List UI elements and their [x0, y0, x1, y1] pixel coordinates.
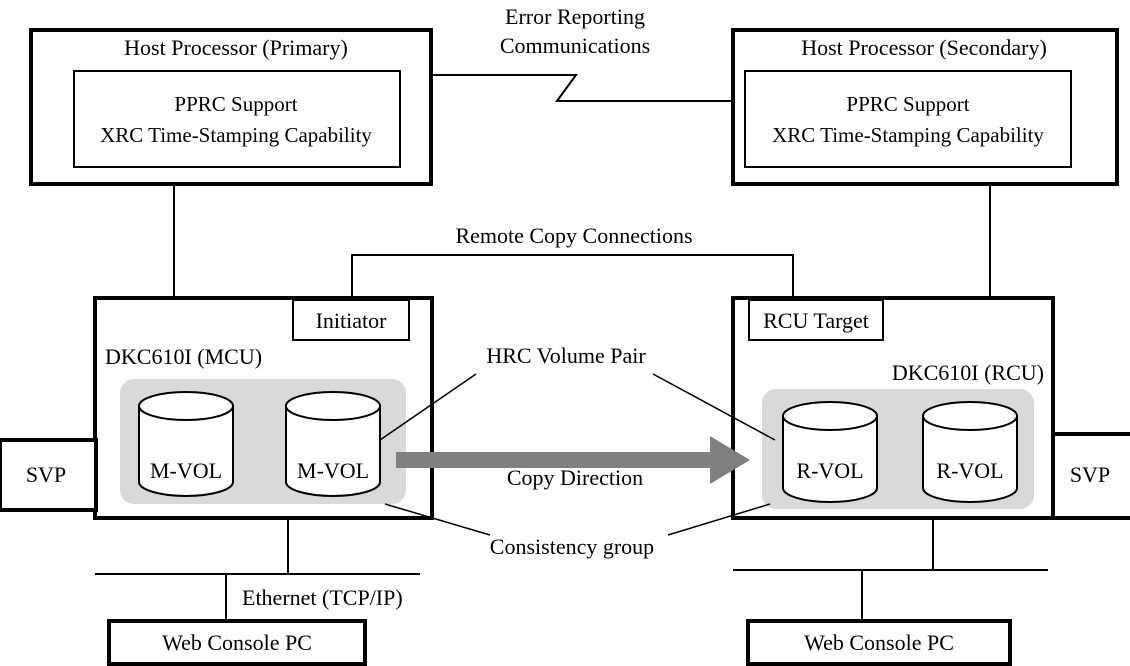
web-console-pc-left — [107, 619, 367, 666]
web-console-pc-right-label: Web Console PC — [804, 630, 954, 655]
remote-copy-connection-line — [351, 254, 794, 300]
host-primary-title: Host Processor (Primary) — [124, 35, 348, 60]
r-vol-label-2: R-VOL — [936, 458, 1003, 483]
m-vol-label-1: M-VOL — [150, 458, 222, 483]
hrc-pair-pointer-left — [379, 373, 477, 441]
consistency-pointer-right — [667, 503, 771, 536]
copy-direction-arrow — [396, 436, 750, 484]
m-vol-cylinder-1 — [138, 391, 234, 497]
consistency-pointer-left — [384, 503, 491, 536]
host-primary-software-box — [73, 70, 401, 168]
web-console-pc-right — [746, 619, 1012, 666]
m-vol-label-2: M-VOL — [297, 458, 369, 483]
host-secondary-title: Host Processor (Secondary) — [801, 35, 1047, 60]
r-vol-cylinder-1 — [782, 401, 878, 503]
r-vol-cylinder-2 — [922, 401, 1018, 503]
host-secondary-software-box — [744, 70, 1072, 168]
m-vol-cylinder-2 — [285, 391, 381, 497]
error-reporting-label-line2: Communications — [500, 33, 650, 58]
ethernet-label: Ethernet (TCP/IP) — [242, 585, 403, 610]
svp-left-label: SVP — [26, 462, 66, 487]
copy-direction-label: Copy Direction — [507, 465, 643, 490]
svp-right-label: SVP — [1070, 462, 1110, 487]
initiator-port — [292, 299, 410, 341]
svp-left-box — [0, 438, 98, 512]
consistency-group-label: Consistency group — [490, 534, 654, 559]
web-console-pc-left-label: Web Console PC — [162, 630, 312, 655]
rcu-target-port — [748, 299, 884, 341]
hrc-volume-pair-label: HRC Volume Pair — [486, 343, 646, 368]
host-primary-xrc-label: XRC Time-Stamping Capability — [100, 123, 372, 147]
initiator-label: Initiator — [316, 308, 388, 333]
error-reporting-label-line1: Error Reporting — [505, 4, 645, 29]
rcu-name: DKC610I (RCU) — [892, 360, 1044, 385]
svp-right-box — [1051, 432, 1130, 520]
host-secondary-pprc-label: PPRC Support — [846, 92, 969, 116]
rcu-target-label: RCU Target — [763, 308, 869, 333]
error-reporting-link — [431, 74, 733, 102]
host-secondary-xrc-label: XRC Time-Stamping Capability — [772, 123, 1044, 147]
r-vol-label-1: R-VOL — [796, 458, 863, 483]
mcu-name: DKC610I (MCU) — [105, 344, 262, 369]
remote-copy-connections-label: Remote Copy Connections — [455, 223, 692, 248]
hrc-pair-pointer-right — [652, 373, 776, 441]
host-primary-pprc-label: PPRC Support — [174, 92, 297, 116]
